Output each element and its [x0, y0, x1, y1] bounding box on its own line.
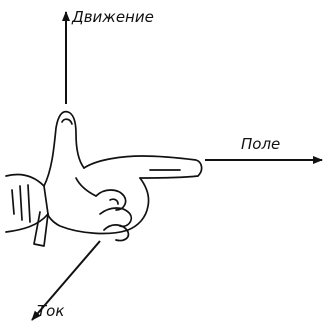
hand-illustration — [6, 112, 202, 246]
field-label: Поле — [241, 137, 280, 152]
motion-label: Движение — [72, 10, 154, 25]
current-label: Ток — [37, 304, 64, 319]
